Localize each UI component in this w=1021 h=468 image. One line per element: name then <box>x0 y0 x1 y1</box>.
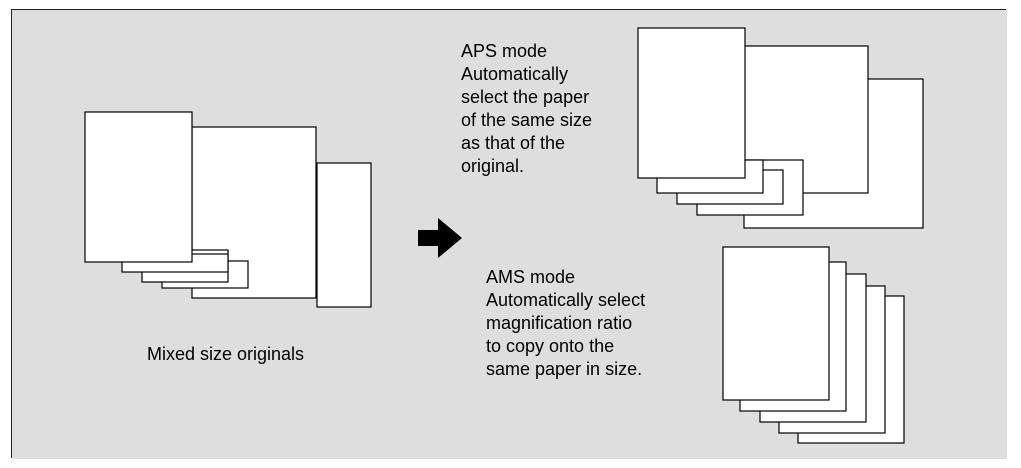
ams-title: AMS mode <box>486 267 576 287</box>
ams-description: AMS mode Automatically select magnificat… <box>486 266 645 381</box>
ams-line: magnification ratio <box>486 313 633 333</box>
aps-line: as that of the <box>461 133 566 153</box>
right-arrow-icon <box>418 218 462 258</box>
diagram-frame: Mixed size originals APS mode Automatica… <box>11 9 1007 459</box>
mixed-originals-stack <box>84 111 372 308</box>
ams-output-stack <box>722 246 905 444</box>
ams-line: Automatically select <box>486 290 646 310</box>
aps-line: select the paper <box>461 87 590 107</box>
diagram-canvas <box>12 10 1007 459</box>
original-sheet-large <box>316 162 372 308</box>
mixed-originals-caption: Mixed size originals <box>147 344 305 364</box>
aps-title: APS mode <box>461 41 548 61</box>
ams-line: same paper in size. <box>486 359 643 379</box>
ams-line: to copy onto the <box>486 336 615 356</box>
original-sheet-front <box>84 111 193 263</box>
aps-description: APS mode Automatically select the paper … <box>461 40 592 178</box>
ams-sheet-1 <box>722 246 830 401</box>
aps-output-stack <box>637 27 924 229</box>
aps-line: original. <box>461 156 525 176</box>
aps-sheet-front <box>637 27 746 179</box>
aps-line: of the same size <box>461 110 593 130</box>
aps-line: Automatically <box>461 64 569 84</box>
